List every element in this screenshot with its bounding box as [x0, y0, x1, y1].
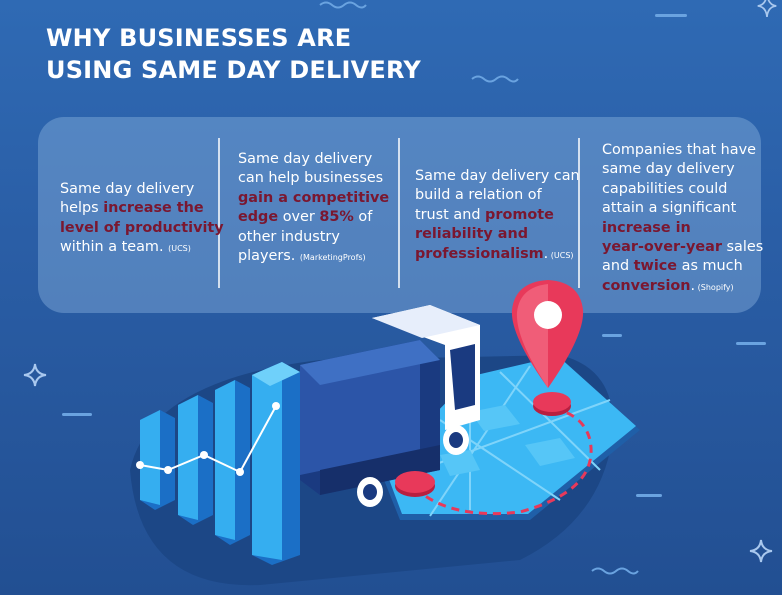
delivery-illustration — [130, 280, 640, 586]
stat-text: Companies that have — [602, 142, 756, 158]
dash-decoration — [636, 494, 662, 497]
sparkle-icon — [757, 0, 777, 18]
dash-decoration — [62, 413, 92, 416]
stat-text: players. — [238, 248, 300, 265]
stat-text: within a team. (UCS) — [60, 238, 224, 258]
wave-icon — [591, 567, 639, 575]
stat-productivity: Same day delivery helps increase the lev… — [60, 180, 224, 259]
stat-text: trust and promote — [415, 206, 580, 225]
stat-source: (UCS) — [168, 244, 191, 254]
stat-text: and — [602, 258, 634, 275]
divider-2 — [398, 138, 400, 288]
sparkle-icon — [23, 363, 47, 387]
wave-icon — [319, 1, 367, 9]
sparkle-icon — [749, 539, 773, 563]
stat-text: helps increase the — [60, 199, 224, 218]
map-icon — [380, 356, 640, 520]
stat-highlight: year-over-year — [602, 239, 722, 256]
stat-competitive-edge: Same day delivery can help businesses ga… — [238, 150, 389, 267]
dash-decoration — [736, 342, 766, 345]
stat-text: same day delivery — [602, 161, 735, 178]
stat-text: players. (MarketingProfs) — [238, 247, 389, 267]
title-line-2: USING SAME DAY DELIVERY — [46, 56, 421, 84]
stat-highlight: promote — [485, 206, 554, 223]
stat-text: . — [690, 277, 696, 294]
stat-text: edge over 85% of — [238, 208, 389, 227]
stat-highlight: gain a competitive — [238, 189, 390, 206]
stat-conversion: Companies that have same day delivery ca… — [602, 141, 763, 297]
stat-text: trust and — [415, 206, 486, 223]
stat-source: (UCS) — [548, 250, 574, 260]
stat-highlight: edge — [238, 209, 279, 226]
stat-highlight: conversion — [602, 277, 691, 294]
wave-icon — [471, 75, 519, 83]
stat-source: (MarketingProfs) — [299, 253, 366, 263]
divider-3 — [578, 138, 580, 288]
stat-text: conversion. (Shopify) — [602, 277, 763, 297]
delivery-truck-icon — [300, 305, 480, 507]
stat-text: . — [543, 245, 549, 262]
stat-highlight: 85% — [319, 209, 354, 226]
stat-text: year-over-year sales — [602, 238, 763, 257]
dash-decoration — [602, 334, 622, 337]
stat-highlight: twice — [633, 258, 678, 275]
stat-text: Same day delivery — [60, 181, 195, 197]
stat-trust: Same day delivery can build a relation o… — [415, 167, 580, 265]
stat-text: within a team. — [60, 239, 169, 256]
stat-text: attain a significant — [602, 200, 737, 217]
stat-text: helps — [60, 200, 104, 217]
stat-text: professionalism. (UCS) — [415, 245, 580, 265]
divider-1 — [218, 138, 220, 288]
dash-decoration — [655, 14, 687, 17]
stat-highlight: increase in — [602, 219, 691, 236]
stat-text: of — [353, 209, 373, 226]
stat-text: Same day delivery can — [415, 168, 580, 184]
stat-highlight: increase the — [103, 200, 204, 217]
stat-highlight: level of productivity — [60, 219, 224, 236]
stat-text: capabilities could — [602, 180, 728, 197]
stat-text: can help businesses — [238, 170, 384, 187]
stat-text: build a relation of — [415, 187, 542, 204]
title-line-1: WHY BUSINESSES ARE — [46, 24, 352, 52]
bar-chart-icon — [136, 362, 300, 565]
page-title: WHY BUSINESSES ARE USING SAME DAY DELIVE… — [46, 22, 466, 86]
stat-text: over — [278, 209, 320, 226]
stat-text: other industry — [238, 228, 340, 245]
stat-text: Same day delivery — [238, 151, 373, 167]
stat-source: (Shopify) — [695, 282, 734, 292]
stat-text: and twice as much — [602, 257, 763, 276]
stat-highlight: professionalism — [415, 245, 544, 262]
stat-text: as much — [677, 258, 743, 275]
location-pin-icon — [395, 280, 584, 497]
stat-text: sales — [721, 239, 764, 256]
stat-highlight: reliability and — [415, 226, 529, 243]
